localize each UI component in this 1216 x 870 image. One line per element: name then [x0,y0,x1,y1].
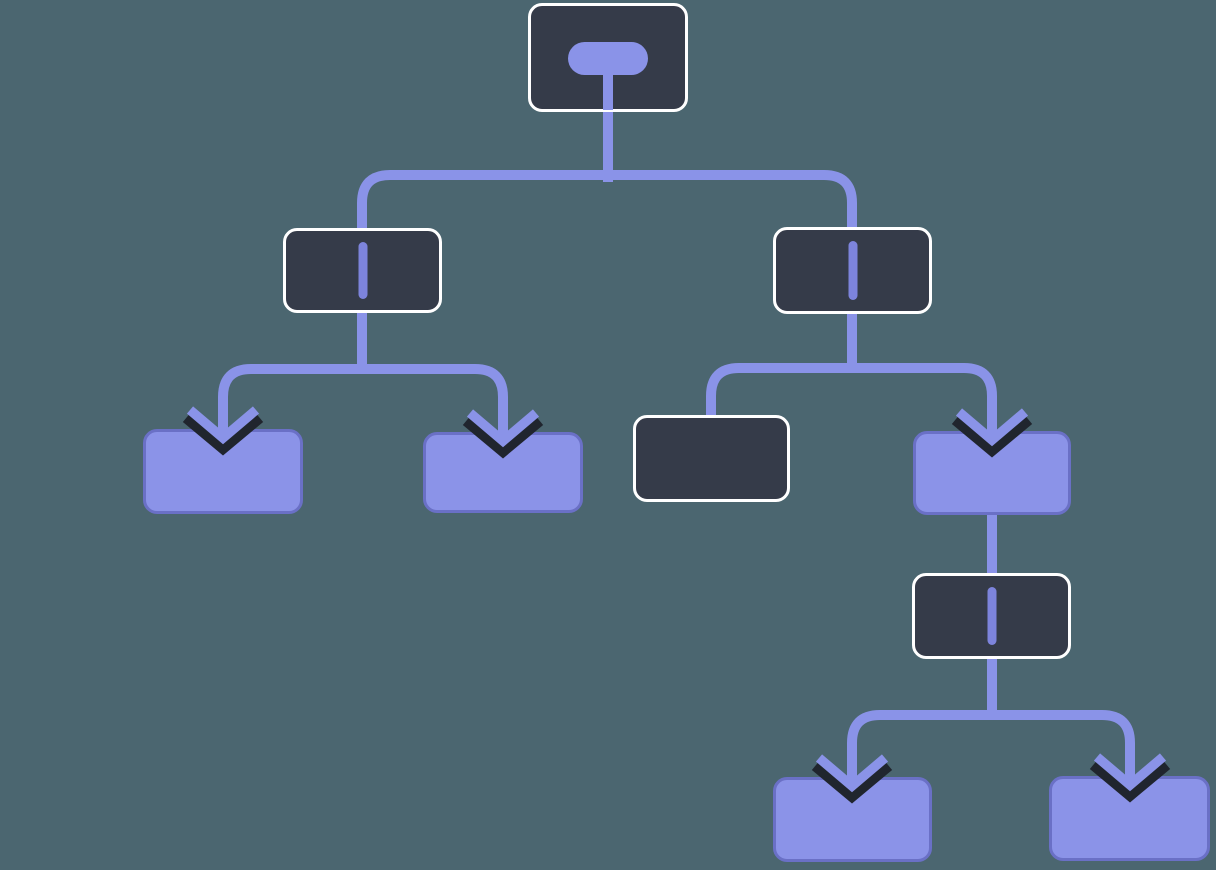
root-handle-icon [568,42,648,75]
pass-through-connector-icon [987,587,996,645]
root-node[interactable] [528,3,688,112]
purple-mid-node[interactable] [913,431,1071,515]
leaf-node-left-1[interactable] [143,429,303,514]
leaf-node-left-2[interactable] [423,432,583,513]
pass-through-connector-icon [848,241,857,300]
branch-node-left[interactable] [283,228,442,313]
leaf-node-dark[interactable] [633,415,790,502]
pass-through-connector-icon [358,242,367,299]
leaf-node-bottom-2[interactable] [1049,776,1210,861]
branch-node-bottom[interactable] [912,573,1071,659]
leaf-node-bottom-1[interactable] [773,777,932,862]
branch-node-right[interactable] [773,227,932,314]
root-handle-stem-icon [603,72,613,110]
